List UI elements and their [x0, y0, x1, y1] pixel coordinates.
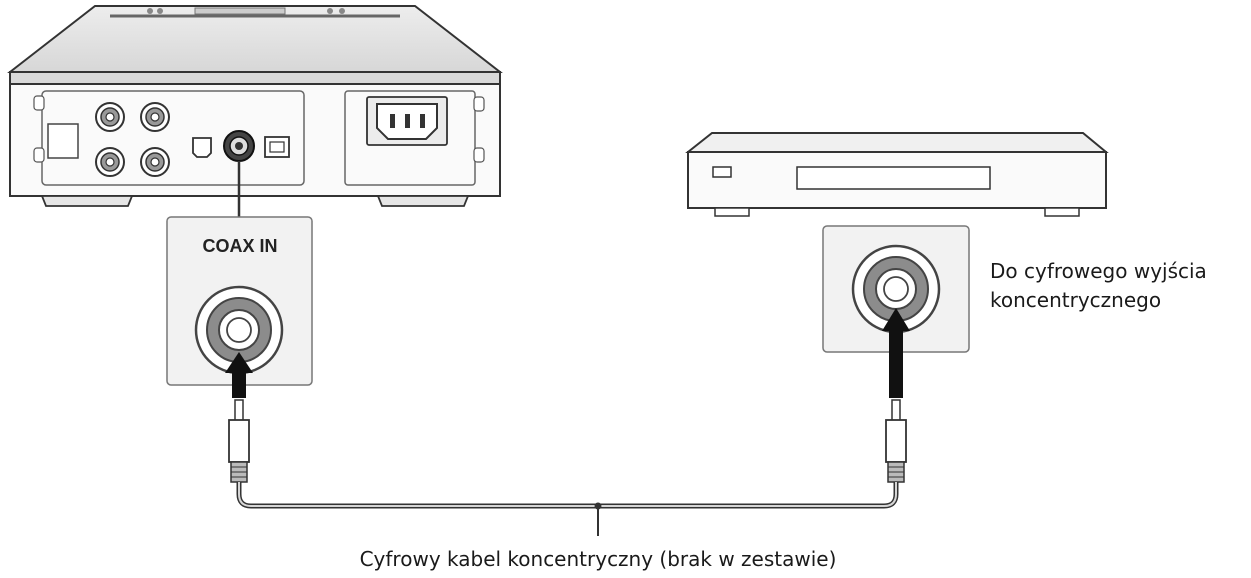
digital-out-jack-icon — [851, 244, 941, 334]
rca-jack-icon — [140, 147, 170, 177]
amplifier-foot — [40, 195, 134, 207]
coax-in-label: COAX IN — [202, 236, 277, 256]
cd-player-top — [685, 132, 1109, 153]
rca-plug-left-icon — [228, 399, 250, 483]
cable-wire — [236, 482, 899, 509]
rca-jack-icon — [95, 102, 125, 132]
rca-jack-icon — [95, 147, 125, 177]
disc-tray-slot — [796, 166, 991, 190]
digital-out-callout — [822, 225, 970, 353]
cable-label: Cyfrowy kabel koncentryczny (brak w zest… — [360, 547, 837, 571]
coax-cable — [228, 399, 907, 536]
insert-arrow-right-icon — [882, 308, 910, 398]
digital-out-label-line2: koncentrycznego — [990, 288, 1161, 312]
amplifier-device — [7, 5, 503, 207]
usb-port-icon — [192, 137, 212, 158]
coax-jack-on-panel-icon — [223, 130, 255, 162]
rca-jack-icon — [140, 102, 170, 132]
insert-arrow-left-icon — [225, 352, 253, 398]
coax-in-callout: COAX IN — [166, 216, 313, 386]
rca-plug-right-icon — [885, 399, 907, 483]
square-port — [47, 123, 79, 159]
coax-in-jack-icon — [194, 285, 284, 375]
digital-out-label-line1: Do cyfrowego wyjścia — [990, 259, 1207, 283]
optical-port-icon — [264, 136, 290, 158]
cd-button-icon — [712, 166, 732, 178]
power-inlet-icon — [366, 96, 448, 146]
amplifier-foot — [376, 195, 470, 207]
cd-player-device — [685, 132, 1109, 217]
